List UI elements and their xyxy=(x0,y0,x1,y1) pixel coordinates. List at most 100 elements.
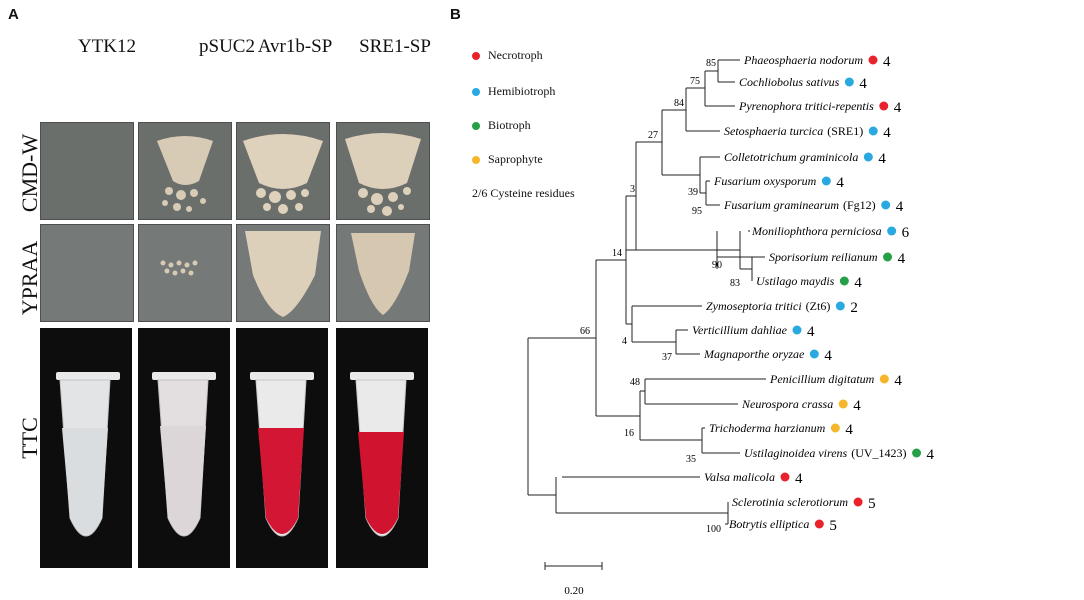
panel-b-letter: B xyxy=(450,6,461,23)
bootstrap-label: 84 xyxy=(674,98,684,109)
legend-saprophyte: Saprophyte xyxy=(472,152,543,167)
plate-cmdw-sre1 xyxy=(336,122,430,220)
lifestyle-dot xyxy=(881,200,891,210)
cysteine-count: 6 xyxy=(902,225,910,241)
taxon-name: Zymoseptoria tritici xyxy=(706,299,802,313)
bootstrap-label: 83 xyxy=(730,278,740,289)
legend-dot-necrotroph xyxy=(472,51,480,60)
taxon-name: Penicillium digitatum xyxy=(769,372,875,386)
legend-biotroph: Biotroph xyxy=(472,118,531,133)
bootstrap-label: 16 xyxy=(624,428,634,439)
bootstrap-label: 14 xyxy=(612,248,622,259)
lifestyle-dot xyxy=(844,77,854,87)
lifestyle-dot xyxy=(868,55,878,65)
legend-dot-hemibiotroph xyxy=(472,87,480,96)
cysteine-count: 4 xyxy=(898,251,906,267)
lifestyle-dot xyxy=(821,176,831,186)
column-label-ytk12: YTK12 xyxy=(77,36,137,57)
legend-label-hemibiotroph: Hemibiotroph xyxy=(488,84,556,98)
yeast-growth-image xyxy=(351,233,415,315)
plate-ypraa-psuc2 xyxy=(138,224,232,322)
plate-cmdw-avr1b xyxy=(236,122,330,220)
taxon-name: Fusarium graminearum xyxy=(723,198,839,212)
cysteine-count: 4 xyxy=(859,76,867,92)
legend-hemibiotroph: Hemibiotroph xyxy=(472,84,555,99)
tube-ttc-ytk12 xyxy=(40,328,132,568)
scale-bar-label: 0.20 xyxy=(564,585,584,597)
cysteine-count: 4 xyxy=(854,275,862,291)
tube-ttc-avr1b xyxy=(236,328,328,568)
taxon-name: Verticillium dahliae xyxy=(692,323,788,337)
lifestyle-dot xyxy=(887,226,897,236)
lifestyle-dot xyxy=(835,301,845,311)
cysteine-count: 4 xyxy=(824,348,832,364)
cysteine-count: 4 xyxy=(896,199,904,215)
tube-image xyxy=(152,372,216,537)
taxon-name: Phaeosphaeria nodorum xyxy=(743,53,863,67)
yeast-growth-image xyxy=(245,231,321,317)
lifestyle-dot xyxy=(809,349,819,359)
taxon-suffix: (Fg12) xyxy=(843,198,876,212)
plate-ypraa-avr1b xyxy=(236,224,330,322)
taxon-name: Setosphaeria turcica xyxy=(724,124,823,138)
taxon-name: Moniliophthora perniciosa xyxy=(751,224,882,238)
tube-image xyxy=(56,372,120,537)
tube-image xyxy=(250,372,314,537)
taxon-name: Neurospora crassa xyxy=(741,397,833,411)
bootstrap-label: 95 xyxy=(692,206,702,217)
legend-cysteine: 2/6 Cysteine residues xyxy=(472,186,575,201)
bootstrap-label: 48 xyxy=(630,377,640,388)
taxon-name: Fusarium oxysporum xyxy=(713,174,817,188)
plate-ypraa-sre1 xyxy=(336,224,430,322)
cysteine-count: 4 xyxy=(883,125,891,141)
taxon-suffix: (Zt6) xyxy=(806,299,831,313)
taxon-name: Ustilaginoidea virens xyxy=(744,446,848,460)
cysteine-count: 4 xyxy=(894,373,902,389)
bootstrap-label: 100 xyxy=(706,524,721,535)
legend-label-cysteine: 2/6 Cysteine residues xyxy=(472,186,575,200)
legend-label-saprophyte: Saprophyte xyxy=(488,152,543,166)
lifestyle-dot xyxy=(814,519,824,529)
bootstrap-label: 75 xyxy=(690,76,700,87)
cysteine-count: 4 xyxy=(927,447,935,463)
taxon-suffix: (SRE1) xyxy=(827,124,863,138)
bootstrap-label: 35 xyxy=(686,454,696,465)
plate-cmdw-psuc2 xyxy=(138,122,232,220)
cysteine-count: 4 xyxy=(883,54,891,70)
cysteine-count: 4 xyxy=(878,151,886,167)
bootstrap-label: 37 xyxy=(662,352,672,363)
cysteine-count: 4 xyxy=(894,100,902,116)
taxon-suffix: (UV_1423) xyxy=(851,446,906,460)
lifestyle-dot xyxy=(883,252,893,262)
yeast-growth-image xyxy=(345,133,421,216)
legend-necrotroph: Necrotroph xyxy=(472,48,543,63)
bootstrap-label: 85 xyxy=(706,58,716,69)
cysteine-count: 4 xyxy=(807,324,815,340)
phylogenetic-tree: 857584273995390831443766481635100Phaeosp… xyxy=(527,53,935,597)
column-label-psuc2: pSUC2 xyxy=(199,36,255,57)
lifestyle-dot xyxy=(839,276,849,286)
bootstrap-label: 4 xyxy=(622,336,627,347)
lifestyle-dot xyxy=(853,497,863,507)
taxon-name: Sclerotinia sclerotiorum xyxy=(732,495,848,509)
tube-image xyxy=(350,372,414,537)
cysteine-count: 2 xyxy=(850,300,858,316)
cysteine-count: 4 xyxy=(795,471,803,487)
legend-label-necrotroph: Necrotroph xyxy=(488,48,543,62)
taxon-name: Valsa malicola xyxy=(704,470,775,484)
bootstrap-label: 90 xyxy=(712,260,722,271)
taxon-name: Ustilago maydis xyxy=(756,274,835,288)
cysteine-count: 4 xyxy=(853,398,861,414)
lifestyle-dot xyxy=(863,152,873,162)
bootstrap-label: 39 xyxy=(688,187,698,198)
legend-dot-saprophyte xyxy=(472,155,480,164)
cysteine-count: 4 xyxy=(836,175,844,191)
column-label-sre1-sp: SRE1-SP xyxy=(359,36,431,57)
legend-dot-biotroph xyxy=(472,121,480,130)
bootstrap-label: 3 xyxy=(630,184,635,195)
taxon-name: Colletotrichum graminicola xyxy=(724,150,858,164)
yeast-growth-image xyxy=(160,260,198,276)
tube-ttc-psuc2 xyxy=(138,328,230,568)
lifestyle-dot xyxy=(838,399,848,409)
lifestyle-dot xyxy=(780,472,790,482)
